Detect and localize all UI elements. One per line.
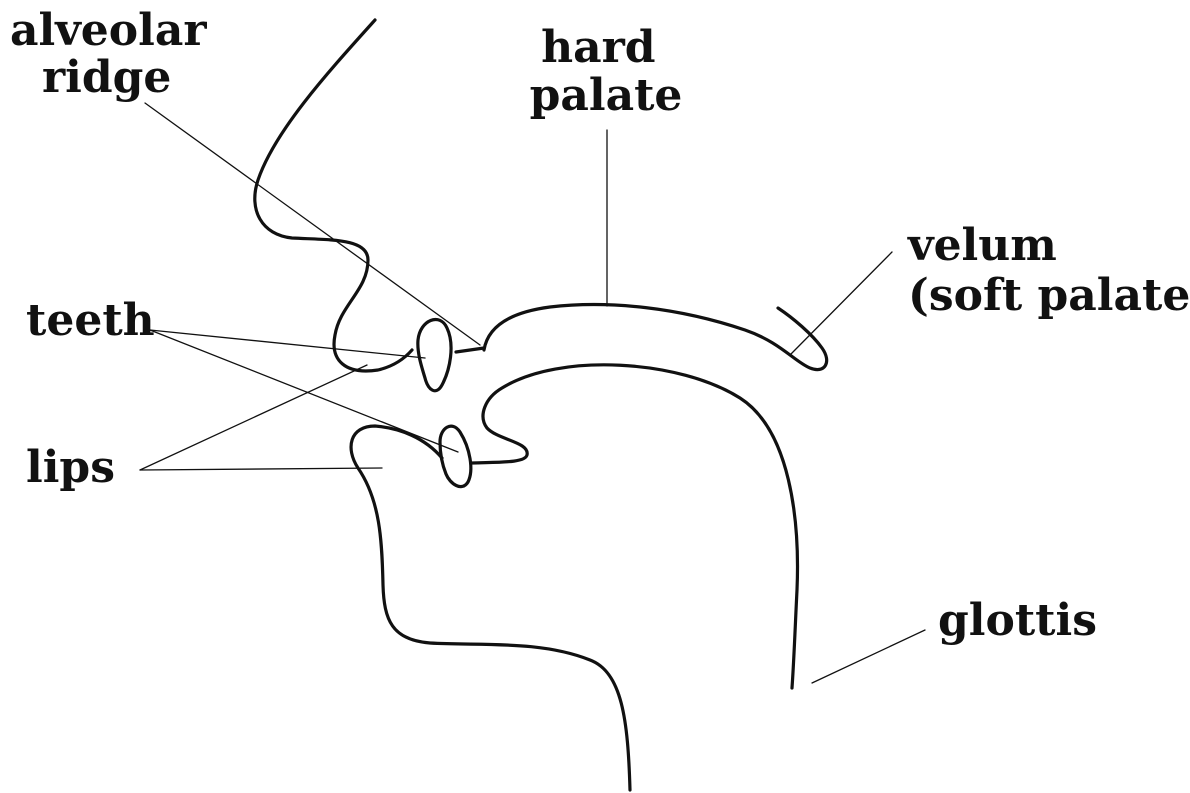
label-lips: lips xyxy=(26,442,115,493)
label-hard-palate-line2: palate xyxy=(530,70,683,121)
lower-lip-jaw-neck xyxy=(351,426,630,790)
tongue-pharynx xyxy=(472,365,797,688)
leader-alveolar-ridge xyxy=(145,103,480,345)
label-velum-line1: velum xyxy=(907,220,1057,271)
palate-curve xyxy=(484,305,827,370)
label-glottis: glottis xyxy=(938,595,1097,646)
leader-lips-upper xyxy=(140,365,367,470)
label-hard-palate: hard palate xyxy=(530,22,683,121)
leader-teeth-lower xyxy=(150,330,458,452)
leader-velum xyxy=(790,252,892,355)
label-alveolar-ridge: alveolar ridge xyxy=(10,5,222,103)
leader-teeth-upper xyxy=(150,330,425,358)
upper-tooth xyxy=(418,319,451,390)
label-teeth: teeth xyxy=(26,295,155,346)
label-hard-palate-line1: hard xyxy=(541,22,655,73)
label-velum-line2: (soft palate) xyxy=(908,270,1190,321)
label-alveolar-ridge-line2: ridge xyxy=(42,52,171,103)
lower-tooth xyxy=(440,426,471,486)
alveolar-ridge-stroke xyxy=(456,348,484,352)
face-profile-upper-lip xyxy=(255,20,412,371)
label-alveolar-ridge-line1: alveolar xyxy=(10,5,207,56)
leader-lines xyxy=(140,103,925,683)
leader-lips-lower xyxy=(140,468,382,470)
label-velum: velum (soft palate) xyxy=(907,220,1190,321)
labels: alveolar ridge hard palate velum (soft p… xyxy=(10,5,1190,646)
leader-glottis xyxy=(812,630,925,683)
